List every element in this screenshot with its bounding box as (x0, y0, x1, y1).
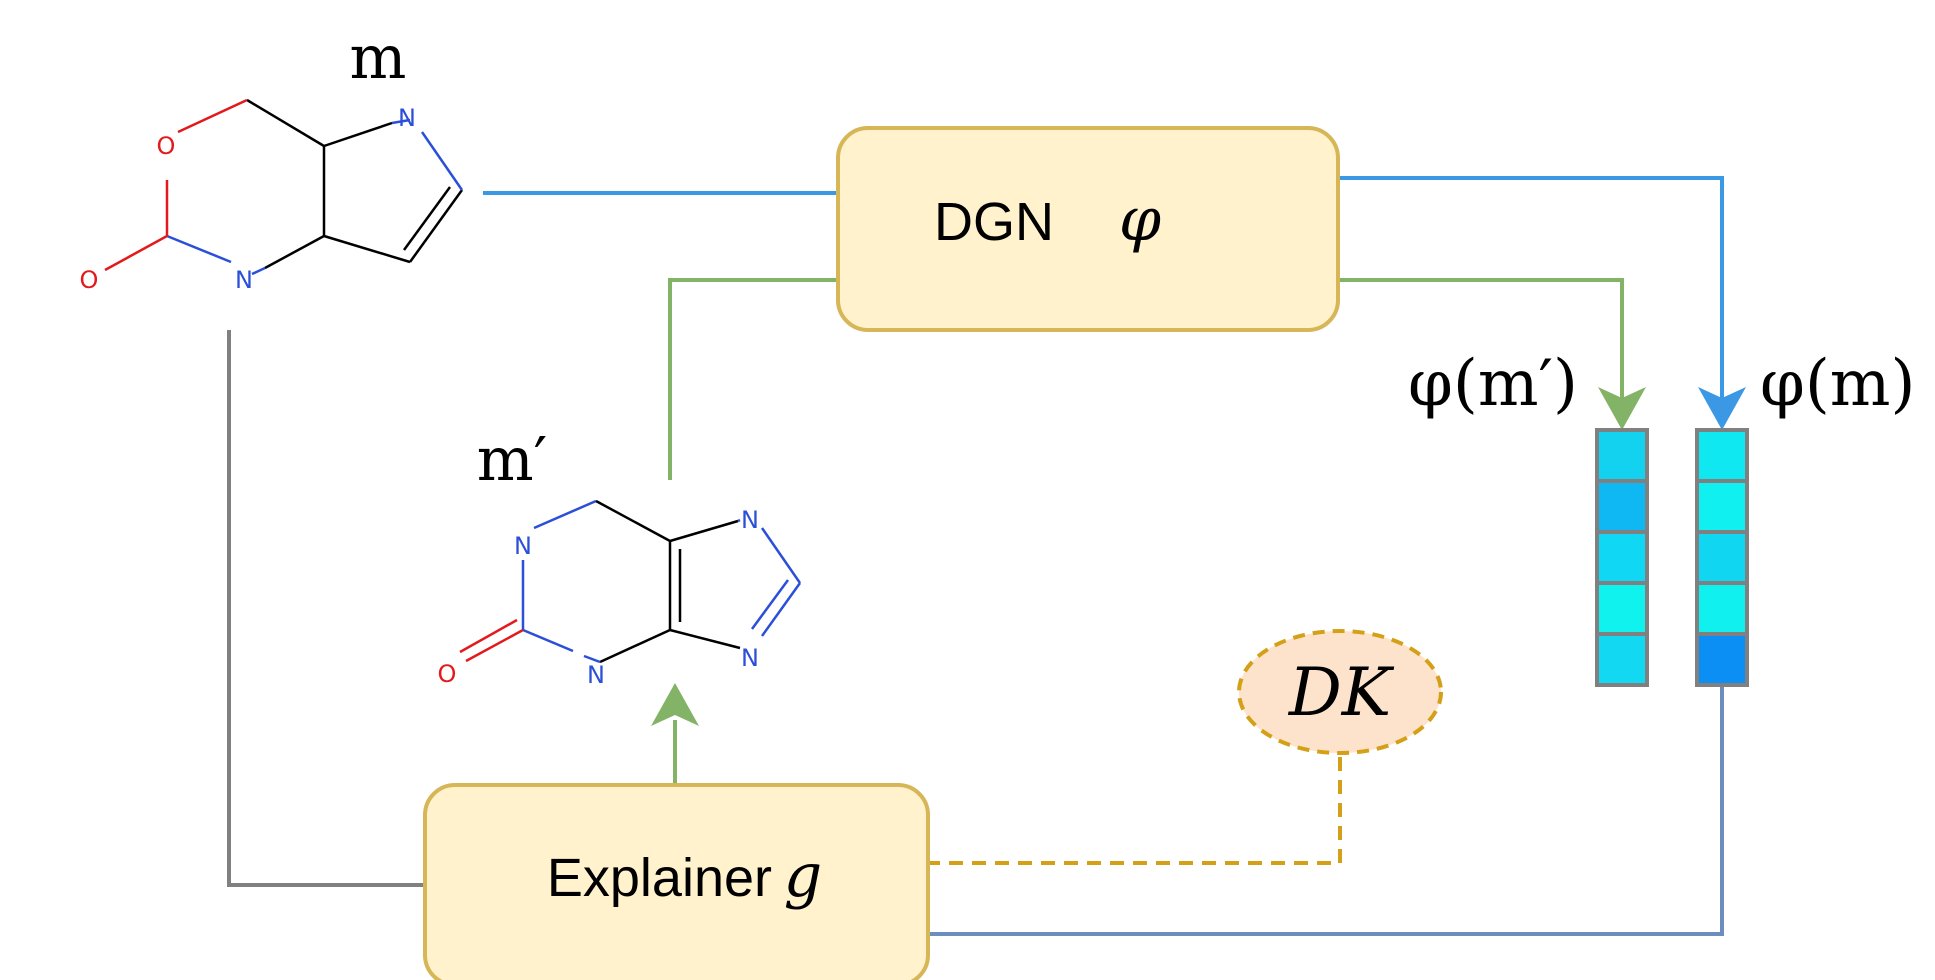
dgn-box[interactable]: DGN φ (836, 126, 1340, 332)
arrowhead-phi-m (1698, 387, 1746, 430)
embedding-cell (1695, 581, 1749, 636)
connector-dgn-to-phi-m-prime (1338, 278, 1624, 425)
atom-n-imid-top: N (741, 506, 759, 534)
connector-m-to-explainer (227, 330, 425, 887)
atom-n-imid-bottom: N (741, 644, 759, 672)
atom-n-top: N (514, 532, 532, 560)
atom-o-carbonyl-prime: O (438, 660, 457, 688)
connector-m-prime-to-dgn (668, 278, 838, 480)
explainer-symbol: g (784, 841, 822, 911)
domain-knowledge-node[interactable]: DK (1237, 629, 1443, 755)
dgn-symbol: φ (1119, 185, 1161, 255)
connector-dgn-to-phi-m (1338, 176, 1724, 425)
atom-o-carbonyl: O (80, 266, 99, 294)
embedding-cell (1695, 530, 1749, 585)
connector-phi-m-to-explainer (928, 685, 1724, 936)
embedding-phi-m (1695, 428, 1749, 687)
embedding-cell (1595, 632, 1649, 687)
dk-label: DK (1288, 654, 1395, 731)
embedding-cell (1595, 428, 1649, 483)
molecule-m-prime: m′ N N O N N (438, 425, 802, 689)
embedding-phi-m-prime (1595, 428, 1649, 687)
embedding-cell (1695, 479, 1749, 534)
atom-n-pyrrole: N (398, 104, 416, 132)
arrowhead-phi-m-prime (1598, 387, 1646, 430)
embedding-cell (1595, 530, 1649, 585)
molecule-m-label: m (350, 23, 407, 93)
embedding-cell (1595, 479, 1649, 534)
molecule-m-prime-label: m′ (477, 425, 548, 495)
phi-m-label: φ(m) (1760, 347, 1915, 421)
phi-m-prime-label: φ(m′) (1408, 347, 1578, 421)
connector-dk-to-explainer (928, 757, 1342, 865)
arrowhead-m-prime (651, 683, 699, 726)
atom-n-ring: N (235, 266, 253, 294)
atom-o-ring: O (157, 132, 176, 160)
explainer-label: Explainer (547, 848, 772, 908)
embedding-cell (1695, 428, 1749, 483)
embedding-cell (1595, 581, 1649, 636)
dgn-label: DGN (934, 192, 1054, 252)
embedding-cell (1695, 632, 1749, 687)
molecule-m: m O O N N (80, 23, 464, 294)
atom-n-bottom: N (587, 661, 605, 689)
explainer-box[interactable]: Explainer g (423, 783, 930, 980)
